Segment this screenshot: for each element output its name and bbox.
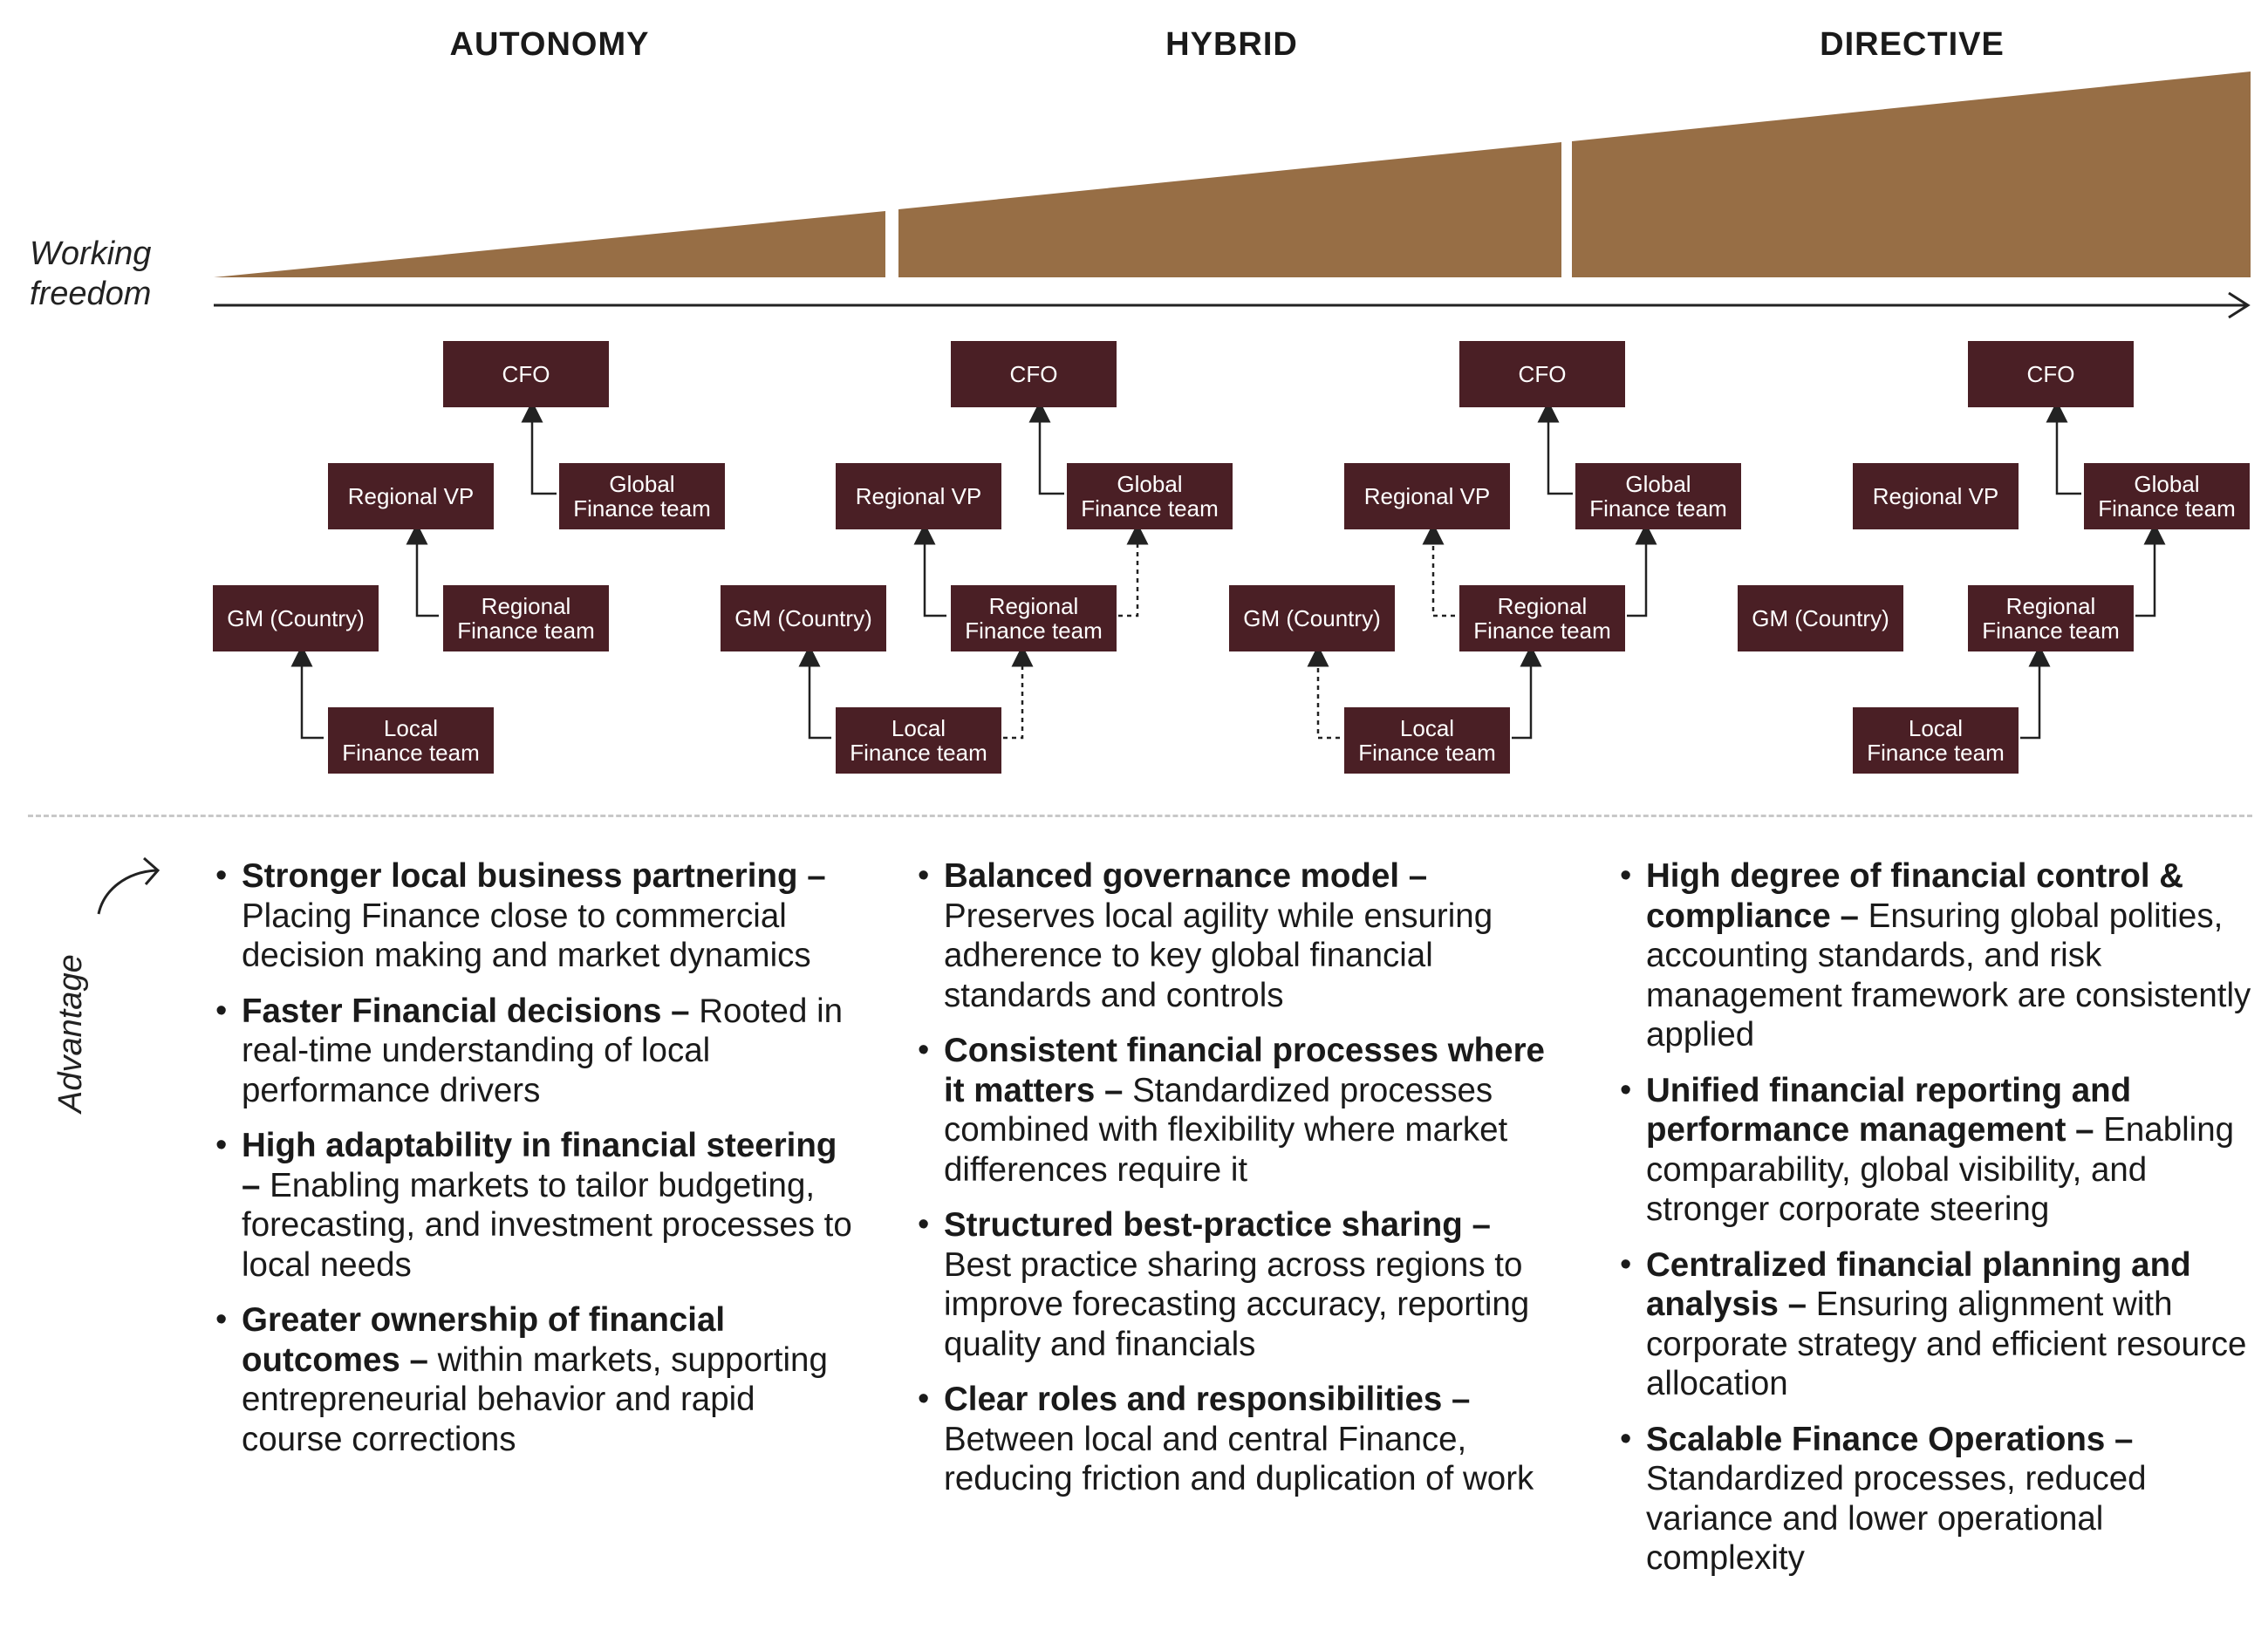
advantage-item: Faster Financial decisions – Rooted in r…: [215, 992, 861, 1111]
advantage-item: High degree of financial control & compl…: [1620, 856, 2265, 1055]
advantage-item: Unified financial reporting and performa…: [1620, 1071, 2265, 1230]
solid-reporting-line: [1512, 645, 1542, 740]
org-model-2-gm-country: GM (Country): [721, 585, 886, 651]
wedge-segment-hybrid: [898, 142, 1561, 277]
solid-reporting-line: [290, 645, 324, 740]
solid-reporting-line: [1627, 522, 1657, 617]
org-model-4-regional-vp: Regional VP: [1853, 463, 2019, 529]
solid-reporting-line: [406, 522, 439, 617]
solid-reporting-line: [2020, 645, 2051, 740]
advantage-item-text: Ensuring global polities, accounting sta…: [1646, 897, 2251, 1054]
advantage-item-text: Preserves local agility while ensuring a…: [944, 897, 1493, 1014]
org-model-3-gm-country: GM (Country): [1229, 585, 1395, 651]
dotted-reporting-line: [1003, 645, 1034, 740]
advantage-item-title: Unified financial reporting and performa…: [1646, 1071, 2132, 1149]
advantage-item-text: Ensuring alignment with corporate strate…: [1646, 1286, 2247, 1402]
advantage-item-text: Enabling comparability, global visibilit…: [1646, 1111, 2235, 1228]
phase-autonomy-heading: AUTONOMY: [449, 26, 650, 63]
org-model-4-cfo: CFO: [1968, 341, 2134, 407]
advantage-item-title: Greater ownership of financial outcomes …: [242, 1301, 726, 1379]
curved-arrow-icon: [97, 856, 161, 915]
advantage-item: Scalable Finance Operations – Standardiz…: [1620, 1420, 2265, 1579]
advantage-item-title: Balanced governance model –: [944, 857, 1428, 895]
org-model-1-regional-vp: Regional VP: [328, 463, 494, 529]
advantage-item: Balanced governance model – Preserves lo…: [918, 856, 1563, 1015]
solid-reporting-line: [1028, 400, 1064, 495]
org-chart-connectors: [290, 400, 2166, 740]
advantages-directive: High degree of financial control & compl…: [1620, 856, 2265, 1594]
solid-reporting-line: [798, 645, 831, 740]
axis-arrowhead-icon: [2228, 291, 2251, 319]
org-model-3-cfo: CFO: [1459, 341, 1625, 407]
axis-label-line-2: freedom: [30, 276, 152, 312]
wedge-segment-directive: [1572, 72, 2251, 277]
advantage-item: Greater ownership of financial outcomes …: [215, 1300, 861, 1459]
advantage-item-title: High adaptability in financial steering …: [242, 1127, 837, 1204]
advantage-item-title: Stronger local business partnering –: [242, 857, 826, 895]
dotted-reporting-line: [1422, 522, 1455, 617]
solid-reporting-line: [913, 522, 946, 617]
advantages-hybrid: Balanced governance model – Preserves lo…: [918, 856, 1563, 1515]
working-freedom-label: Working freedom: [30, 234, 151, 314]
solid-reporting-line: [1537, 400, 1573, 495]
advantage-item: Consistent financial processes where it …: [918, 1031, 1563, 1190]
advantage-item-title: Scalable Finance Operations –: [1646, 1420, 2134, 1458]
advantage-item-text: Rooted in real-time understanding of loc…: [242, 992, 844, 1109]
org-model-2-cfo: CFO: [951, 341, 1117, 407]
advantage-item-text: Standardized processes combined with fle…: [944, 1071, 1508, 1189]
advantage-item-text: Between local and central Finance, reduc…: [944, 1420, 1534, 1498]
advantage-item-text: within markets, supporting entrepreneuri…: [242, 1340, 828, 1458]
org-model-4-gm-country: GM (Country): [1738, 585, 1903, 651]
solid-reporting-line: [2046, 400, 2081, 495]
advantage-item-title: Clear roles and responsibilities –: [944, 1381, 1471, 1418]
org-model-2-regional-vp: Regional VP: [836, 463, 1001, 529]
org-model-1-gm-country: GM (Country): [213, 585, 379, 651]
solid-reporting-line: [2135, 522, 2166, 617]
advantage-item-text: Best practice sharing across regions to …: [944, 1245, 1530, 1363]
phase-directive-heading: DIRECTIVE: [1820, 26, 2005, 63]
advantage-item: Structured best-practice sharing – Best …: [918, 1205, 1563, 1364]
advantage-label: Advantage: [52, 954, 89, 1113]
advantage-item: High adaptability in financial steering …: [215, 1126, 861, 1285]
dotted-reporting-line: [1118, 522, 1149, 617]
advantage-item-text: Enabling markets to tailor budgeting, fo…: [242, 1166, 852, 1284]
advantages-autonomy: Stronger local business partnering – Pla…: [215, 856, 861, 1475]
advantage-item-text: Standardized processes, reduced variance…: [1646, 1460, 2147, 1577]
dotted-reporting-line: [1307, 645, 1340, 740]
wedge-and-org-chart-graphic: [214, 72, 2251, 740]
org-model-1-cfo: CFO: [443, 341, 609, 407]
advantage-item: Stronger local business partnering – Pla…: [215, 856, 861, 976]
advantage-item-title: Structured best-practice sharing –: [944, 1206, 1491, 1244]
advantage-item: Centralized financial planning and analy…: [1620, 1245, 2265, 1404]
working-freedom-axis: [214, 291, 2251, 319]
advantage-item-text: Placing Finance close to commercial deci…: [242, 897, 811, 975]
wedge-segment-autonomy: [214, 211, 885, 277]
solid-reporting-line: [521, 400, 557, 495]
advantage-item-title: Consistent financial processes where it …: [944, 1032, 1545, 1109]
section-divider: [28, 815, 2252, 817]
advantage-item-title: Faster Financial decisions –: [242, 992, 690, 1030]
phase-hybrid-heading: HYBRID: [1165, 26, 1298, 63]
working-freedom-wedge: [214, 72, 2251, 277]
advantage-item-title: High degree of financial control & compl…: [1646, 857, 2184, 935]
axis-label-line-1: Working: [30, 235, 152, 272]
org-model-3-regional-vp: Regional VP: [1344, 463, 1510, 529]
advantage-item-title: Centralized financial planning and analy…: [1646, 1245, 2191, 1324]
advantage-item: Clear roles and responsibilities – Betwe…: [918, 1380, 1563, 1499]
